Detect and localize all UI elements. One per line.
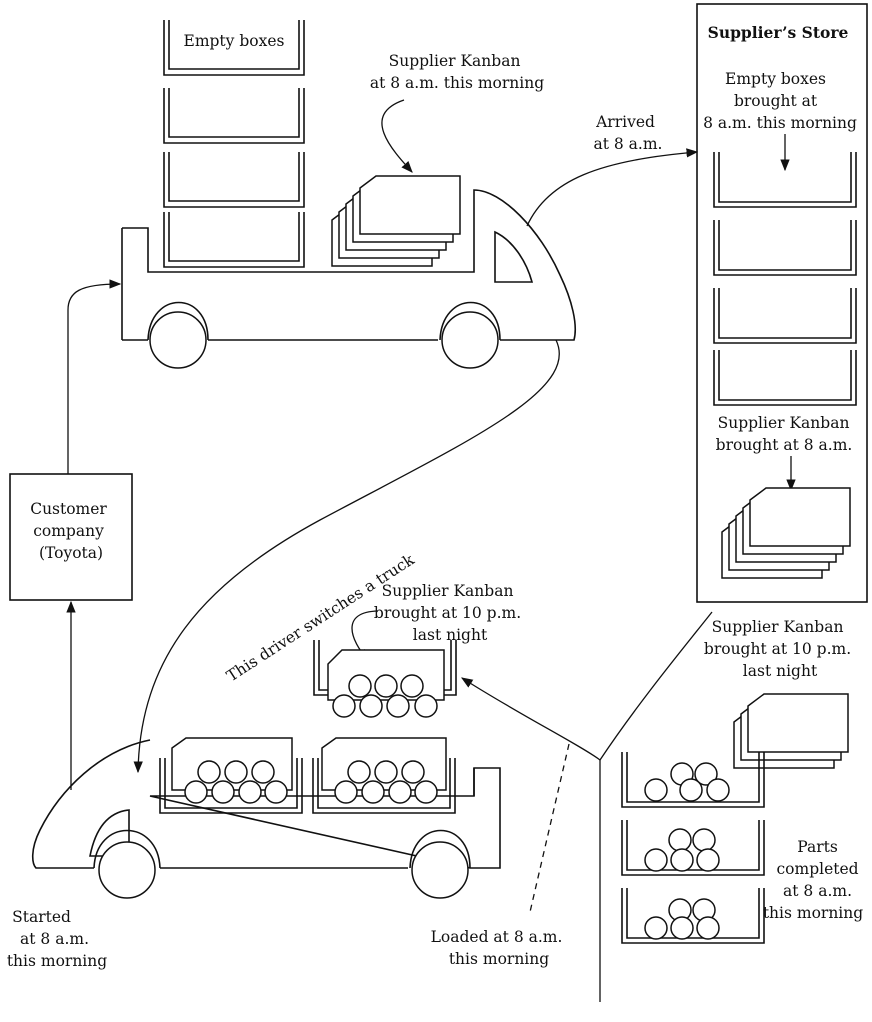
store-kanban-stack (722, 488, 850, 578)
customer-label: Customer company (Toyota) (30, 500, 112, 562)
bottom-truck-wheel-front (99, 842, 155, 898)
started-label: Started at 8 a.m. this morning (7, 908, 107, 970)
store-kanban-label: Supplier Kanban brought at 8 a.m. (716, 414, 855, 454)
loaded-label: Loaded at 8 a.m. this morning (431, 928, 568, 968)
right-kanban-label: Supplier Kanban brought at 10 p.m. last … (704, 618, 856, 680)
parts-box-3 (622, 888, 764, 943)
arrived-arrow (527, 152, 697, 226)
bottom-truck-full-box-1 (160, 738, 302, 813)
store-empty-boxes-label: Empty boxes brought at 8 a.m. this morni… (703, 70, 857, 132)
bottom-truck-wheel-rear (412, 842, 468, 898)
right-kanban-group: Supplier Kanban brought at 10 p.m. last … (704, 618, 856, 768)
center-kanban-label: Supplier Kanban brought at 10 p.m. last … (374, 582, 526, 644)
store-empty-box-2 (714, 220, 856, 275)
parts-label: Parts completed at 8 a.m. this morning (763, 838, 864, 922)
top-truck-window (495, 232, 532, 282)
top-empty-box-4 (164, 212, 304, 267)
loaded-dashed-line (530, 744, 569, 912)
supplier-store-title: Supplier’s Store (708, 23, 849, 42)
parts-box-2 (622, 820, 764, 875)
customer-company: Customer company (Toyota) (10, 284, 132, 790)
top-kanban-label: Supplier Kanban at 8 a.m. this morning (370, 52, 544, 92)
top-truck-kanban-stack (332, 176, 460, 266)
top-kanban-arrow (382, 100, 412, 172)
supplier-store: Supplier’s Store Empty boxes brought at … (697, 4, 867, 602)
top-truck-wheel-front (442, 312, 498, 368)
store-empty-box-4 (714, 350, 856, 405)
top-truck: Empty boxes Supplier Kanban at 8 a.m. th… (122, 20, 575, 368)
arrived-label: Arrived at 8 a.m. (594, 113, 663, 153)
parts-completed-group: Parts completed at 8 a.m. this morning (622, 752, 864, 943)
top-empty-box-2 (164, 88, 304, 143)
kanban-flow-line (462, 612, 712, 760)
bottom-truck-full-box-2 (313, 738, 455, 813)
store-empty-box-3 (714, 288, 856, 343)
top-empty-box-3 (164, 152, 304, 207)
top-truck-wheel-rear (150, 312, 206, 368)
top-empty-boxes-label: Empty boxes (184, 32, 285, 50)
bottom-truck: Started at 8 a.m. this morning (7, 738, 500, 970)
customer-to-top-truck-arrow (68, 284, 120, 474)
